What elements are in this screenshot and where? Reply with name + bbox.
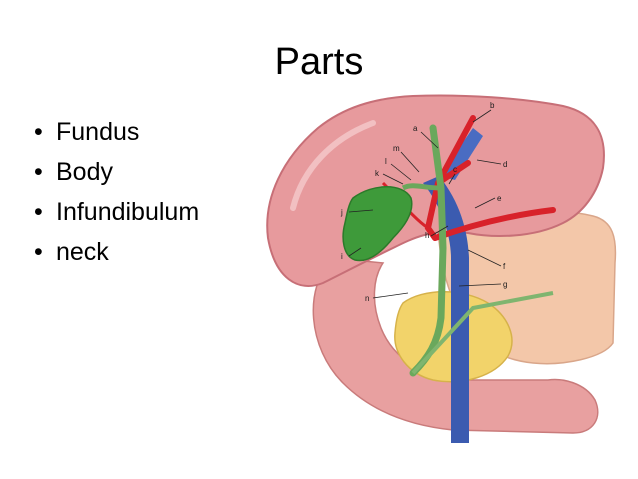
figure-label: k	[375, 169, 380, 178]
bullet-text: Body	[56, 158, 113, 186]
figure-label: b	[490, 101, 495, 110]
bullet-icon: •	[34, 238, 43, 266]
bullet-text: Infundibulum	[56, 198, 200, 226]
figure-label: e	[497, 194, 502, 203]
bullet-text: neck	[56, 238, 109, 266]
bullet-icon: •	[34, 118, 43, 146]
duodenum-shape	[312, 257, 599, 434]
liver-highlight	[290, 120, 376, 211]
leader-lines	[348, 109, 502, 299]
cystic-duct	[401, 183, 442, 191]
pancreatic-duct	[411, 291, 554, 375]
figure-label: n	[365, 294, 369, 303]
figure-label: m	[393, 144, 400, 153]
figure-label: c	[453, 165, 457, 174]
figure-label: i	[341, 252, 343, 261]
bullet-list: • Fundus • Body • Infundibulum • neck	[34, 112, 199, 272]
anatomy-svg: a b c d e f g h i j k l m n	[266, 94, 617, 443]
figure-label: d	[503, 160, 507, 169]
figure-label: l	[385, 157, 387, 166]
bullet-icon: •	[34, 158, 43, 186]
bullet-item: • Body	[34, 152, 199, 192]
bullet-item: • neck	[34, 232, 199, 272]
bullet-icon: •	[34, 198, 43, 226]
portal-vein	[423, 176, 469, 443]
bullet-text: Fundus	[56, 118, 140, 146]
bullet-item: • Fundus	[34, 112, 199, 152]
figure-label: f	[503, 262, 506, 271]
slide-title: Parts	[274, 41, 364, 83]
figure-label: h	[425, 231, 429, 240]
figure-label: j	[340, 208, 343, 217]
bullet-item: • Infundibulum	[34, 192, 199, 232]
gallbladder-shape	[342, 186, 413, 262]
gallbladder-anatomy-illustration: a b c d e f g h i j k l m n	[263, 88, 617, 448]
figure-label: a	[413, 124, 418, 133]
figure-label: g	[503, 280, 507, 289]
